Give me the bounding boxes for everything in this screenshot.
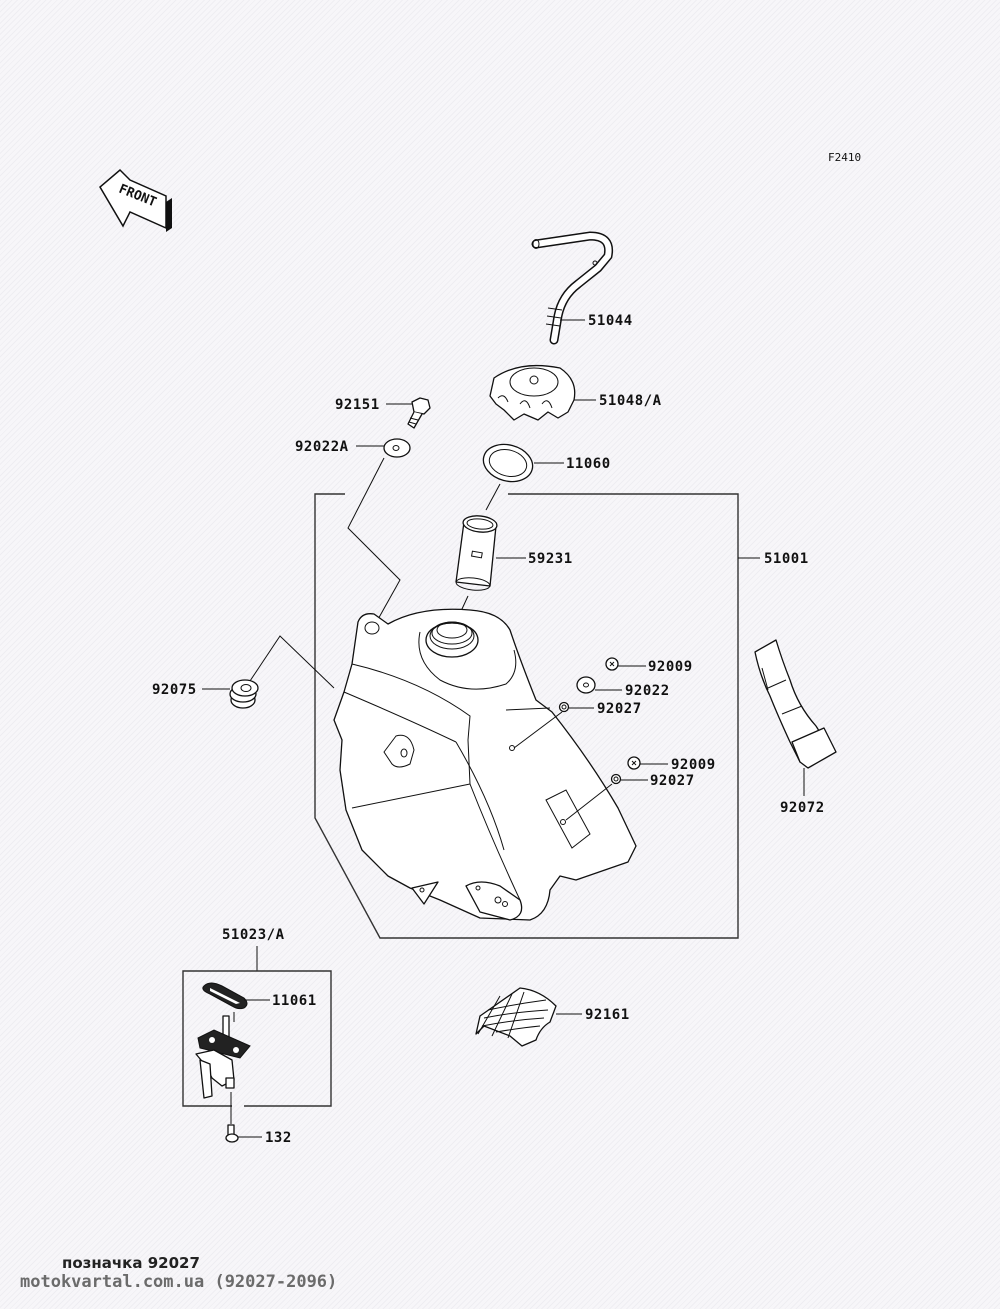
part-label-51001[interactable]: 51001 <box>764 551 809 567</box>
part-label-132[interactable]: 132 <box>265 1130 292 1146</box>
fuel-tank-cap-51048a[interactable] <box>489 364 576 421</box>
leader-92027-upper-mount <box>513 711 563 749</box>
front-arrow-icon: FRONT <box>99 168 172 232</box>
part-label-92151[interactable]: 92151 <box>335 397 380 413</box>
damper-92075[interactable] <box>229 679 259 709</box>
bolt-92151[interactable] <box>407 397 431 429</box>
part-label-59231[interactable]: 59231 <box>528 551 573 567</box>
part-label-11060[interactable]: 11060 <box>566 456 611 472</box>
washer-92022a[interactable] <box>383 438 411 458</box>
washer-92022[interactable] <box>576 676 596 694</box>
part-label-92072[interactable]: 92072 <box>780 800 825 816</box>
caption: позначка 92027 <box>62 1254 200 1272</box>
leader-92075-mount <box>247 635 335 689</box>
fuel-tank-51001[interactable] <box>333 608 637 921</box>
leader-filler-top <box>485 483 501 511</box>
part-label-92009-upper[interactable]: 92009 <box>648 659 693 675</box>
screw-92009-lower[interactable] <box>627 756 641 770</box>
part-label-92022[interactable]: 92022 <box>625 683 670 699</box>
bolt-132[interactable] <box>225 1124 239 1143</box>
filler-strainer-59231[interactable] <box>455 514 498 591</box>
part-label-92022a[interactable]: 92022A <box>295 439 349 455</box>
part-label-51023a[interactable]: 51023/A <box>222 927 285 943</box>
breather-hose-51044[interactable] <box>531 231 614 345</box>
fuel-cock-gasket-11061[interactable] <box>202 982 248 1010</box>
part-label-92075[interactable]: 92075 <box>152 682 197 698</box>
part-label-92027-lower[interactable]: 92027 <box>650 773 695 789</box>
fuel-cock-body[interactable] <box>195 1015 251 1099</box>
strap-92072[interactable] <box>754 639 837 769</box>
leader-92027-lower-mount <box>565 783 613 821</box>
part-label-51048a[interactable]: 51048/A <box>599 393 662 409</box>
fuel-cock-bracket <box>182 970 332 1107</box>
part-label-51044[interactable]: 51044 <box>588 313 633 329</box>
screw-92009-upper[interactable] <box>605 657 619 671</box>
collar-92027-upper[interactable] <box>558 701 570 713</box>
watermark: motokvartal.com.ua (92027-2096) <box>20 1272 338 1292</box>
figure-code: F2410 <box>828 151 861 164</box>
part-label-92161[interactable]: 92161 <box>585 1007 630 1023</box>
collar-92027-lower[interactable] <box>610 773 622 785</box>
cap-gasket-11060[interactable] <box>479 439 537 487</box>
part-label-92027-upper[interactable]: 92027 <box>597 701 642 717</box>
leader-92022a-mount <box>347 457 401 631</box>
part-label-92009-lower[interactable]: 92009 <box>671 757 716 773</box>
tank-assembly-bracket <box>314 493 760 939</box>
part-label-11061[interactable]: 11061 <box>272 993 317 1009</box>
damper-pad-92161[interactable] <box>475 987 557 1047</box>
